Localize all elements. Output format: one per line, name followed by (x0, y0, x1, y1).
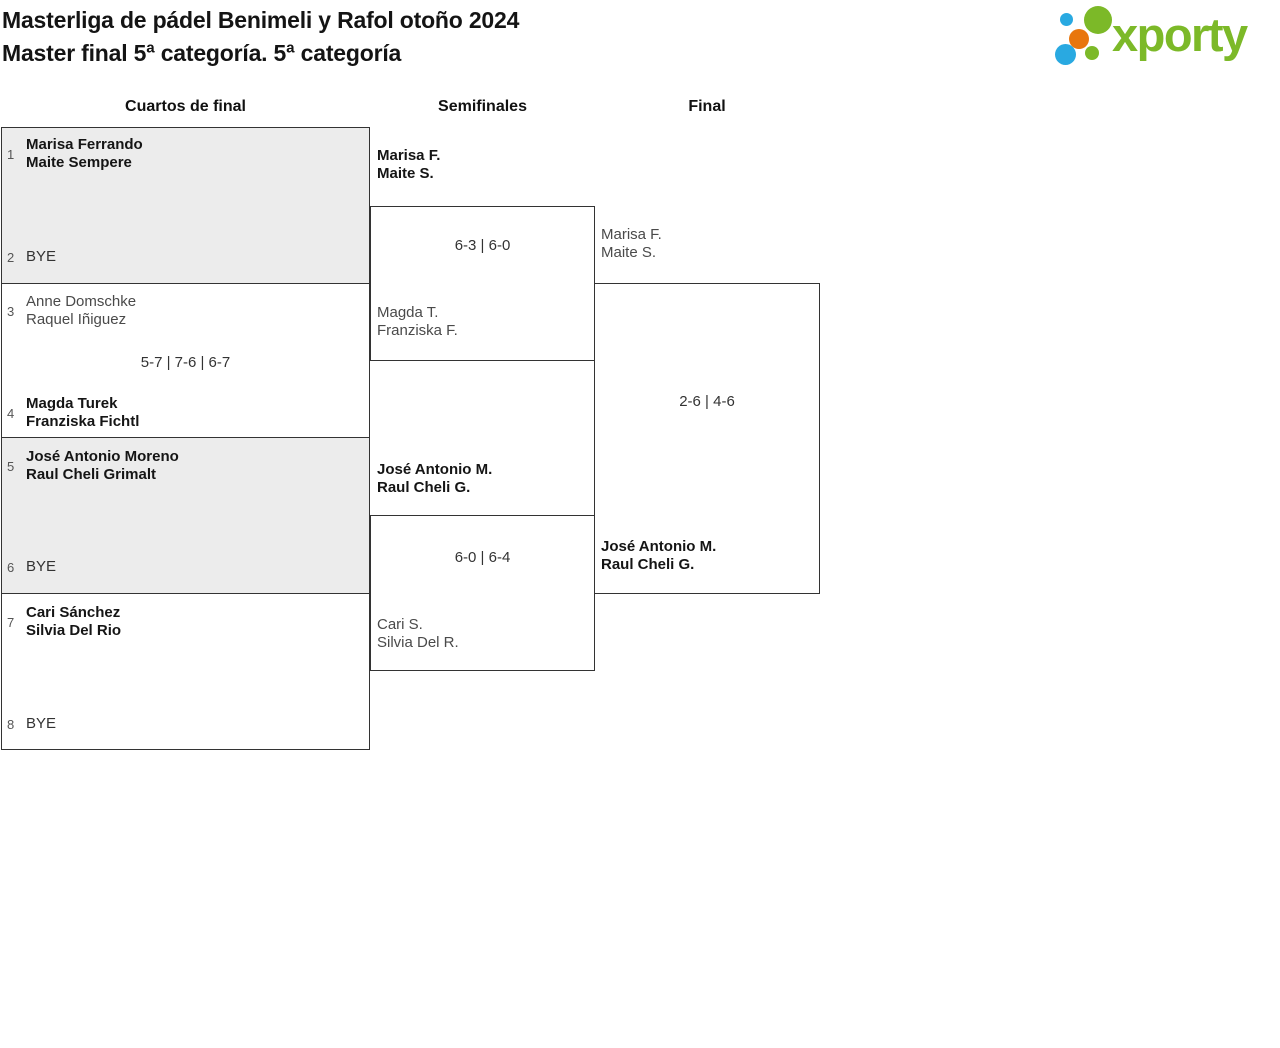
player-name: Cari S. (377, 616, 423, 633)
player-name: Raul Cheli Grimalt (26, 466, 157, 483)
xporty-logo[interactable]: xporty (1050, 0, 1280, 78)
logo-dot-icon (1055, 44, 1076, 65)
player-name: Maite S. (377, 165, 434, 182)
player-name: Maite Sempere (26, 154, 132, 171)
player-name: Silvia Del Rio (26, 622, 122, 639)
round-header-quarterfinals: Cuartos de final (125, 98, 246, 115)
match-score-sf1: 6-3 | 6-0 (454, 237, 511, 254)
logo-dot-icon (1085, 46, 1099, 60)
team-slot-sf1-top: Marisa F. Maite S. (377, 147, 440, 183)
match-score-qf2: 5-7 | 7-6 | 6-7 (140, 354, 231, 371)
player-name: José Antonio M. (601, 538, 717, 555)
bye-label: BYE (26, 248, 57, 265)
seed-number: 3 (7, 303, 15, 319)
player-name: Magda T. (377, 304, 439, 321)
team-slot-qf4-bottom: 8 BYE (7, 715, 56, 733)
player-name: Cari Sánchez (26, 604, 121, 621)
player-name: Raul Cheli G. (601, 556, 695, 573)
player-name: Maite S. (601, 244, 657, 261)
player-name: José Antonio M. (377, 461, 493, 478)
match-box-qf1 (1, 127, 370, 284)
player-name: Marisa F. (377, 147, 441, 164)
round-header-semifinals: Semifinales (438, 98, 527, 115)
bye-label: BYE (26, 558, 57, 575)
tournament-title: Masterliga de pádel Benimeli y Rafol oto… (2, 7, 520, 33)
team-slot-sf2-top: José Antonio M. Raul Cheli G. (377, 461, 492, 497)
match-box-qf4 (1, 593, 370, 750)
match-box-final (594, 283, 820, 594)
player-name: Marisa Ferrando (26, 136, 143, 153)
player-name: Silvia Del R. (377, 634, 459, 651)
seed-number: 6 (7, 559, 15, 575)
logo-dot-icon (1084, 6, 1112, 34)
seed-number: 4 (7, 405, 15, 421)
team-slot-final-top: Marisa F. Maite S. (601, 226, 662, 262)
match-score-final: 2-6 | 4-6 (679, 393, 735, 410)
player-name: Marisa F. (601, 226, 662, 243)
seed-number: 2 (7, 249, 15, 265)
category-subtitle: Master final 5ª categoría. 5ª categoría (2, 40, 402, 66)
seed-number: 7 (7, 614, 15, 630)
team-slot-qf3-bottom: 6 BYE (7, 558, 56, 576)
team-slot-sf1-bottom: Magda T. Franziska F. (377, 304, 458, 340)
match-score-sf2: 6-0 | 6-4 (454, 549, 511, 566)
page-title: Masterliga de pádel Benimeli y Rafol oto… (2, 4, 519, 70)
bye-label: BYE (26, 715, 57, 732)
logo-wordmark: xporty (1112, 8, 1248, 61)
player-name: Magda Turek (26, 395, 118, 412)
player-name: Anne Domschke (26, 293, 137, 310)
team-slot-qf1-bottom: 2 BYE (7, 248, 56, 266)
player-name: Franziska F. (377, 322, 458, 339)
player-name: José Antonio Moreno (26, 448, 179, 465)
seed-number: 5 (7, 458, 15, 474)
seed-number: 8 (7, 716, 15, 732)
seed-number: 1 (7, 146, 15, 162)
round-header-final: Final (688, 98, 726, 115)
team-slot-sf2-bottom: Cari S. Silvia Del R. (377, 616, 459, 652)
player-name: Raquel Iñiguez (26, 311, 127, 328)
logo-dot-icon (1060, 13, 1073, 26)
logo-dot-icon (1069, 29, 1089, 49)
player-name: Raul Cheli G. (377, 479, 471, 496)
player-name: Franziska Fichtl (26, 413, 140, 430)
team-slot-final-bottom: José Antonio M. Raul Cheli G. (601, 538, 716, 574)
